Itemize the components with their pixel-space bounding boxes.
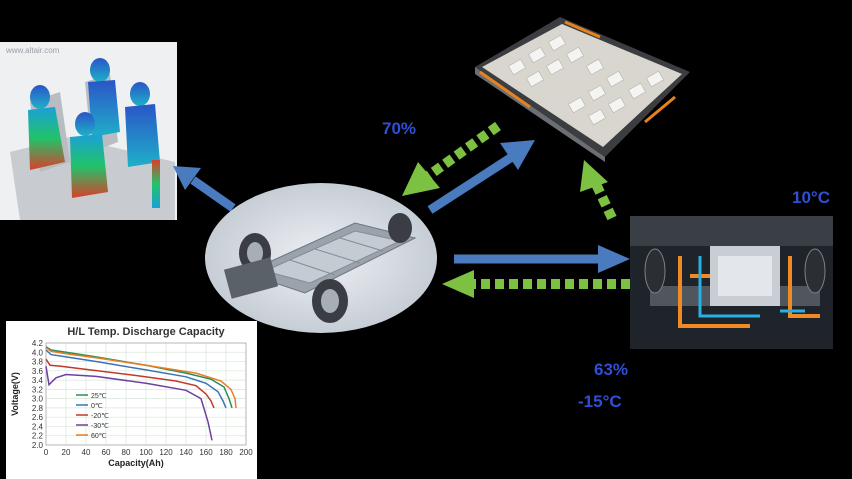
x-tick-label: 80 (122, 448, 131, 457)
label-temp-cold: -15°C (578, 392, 622, 411)
cfd-watermark: www.altair.com (6, 46, 60, 55)
y-tick-label: 4.0 (32, 348, 44, 357)
arrow-from-thermal-module (442, 270, 630, 298)
chart-svg: H/L Temp. Discharge Capacity 2.02.22.42.6… (10, 326, 253, 468)
cabin-airflow-illustration (10, 58, 175, 220)
battery-pack-illustration (475, 17, 690, 162)
x-tick-label: 0 (44, 448, 49, 457)
legend-label-0: 25℃ (91, 393, 107, 400)
y-tick-label: 3.6 (32, 367, 44, 376)
legend-label-4: 60℃ (91, 433, 107, 440)
y-axis-label: Voltage(V) (10, 372, 20, 416)
thermal-management-module-image (630, 216, 833, 349)
x-axis-label: Capacity(Ah) (108, 458, 164, 468)
arrow-from-battery-pack (402, 121, 501, 196)
x-tick-label: 120 (159, 448, 173, 457)
chart-title: H/L Temp. Discharge Capacity (67, 326, 225, 338)
x-tick-label: 60 (102, 448, 111, 457)
x-tick-label: 140 (179, 448, 193, 457)
y-tick-label: 2.8 (32, 404, 44, 413)
y-tick-label: 3.8 (32, 358, 44, 367)
battery-pack-image (470, 12, 695, 162)
ev-chassis-illustration (205, 183, 437, 333)
series-line-4 (45, 346, 237, 408)
ev-chassis-image (205, 183, 437, 333)
thermal-module-illustration (630, 216, 833, 349)
x-tick-label: 160 (199, 448, 213, 457)
series-line-1 (45, 349, 227, 409)
x-tick-label: 20 (62, 448, 71, 457)
x-tick-label: 40 (82, 448, 91, 457)
label-temp-hot: 10°C (792, 188, 830, 207)
arrow-to-cabin (173, 166, 236, 212)
cabin-airflow-image: www.altair.com (0, 42, 177, 220)
plot-frame (45, 342, 247, 446)
label-percent-bottom: 63% (594, 360, 629, 379)
arrow-to-thermal-module (454, 245, 630, 273)
legend-label-3: -30℃ (91, 423, 109, 430)
y-tick-label: 2.4 (32, 422, 44, 431)
y-tick-label: 4.2 (32, 339, 44, 348)
x-tick-label: 200 (239, 448, 253, 457)
label-percent-top: 70% (382, 119, 417, 138)
y-tick-label: 3.0 (32, 395, 44, 404)
x-tick-label: 180 (219, 448, 233, 457)
y-tick-label: 2.0 (32, 441, 44, 450)
y-tick-label: 2.6 (32, 413, 44, 422)
y-tick-label: 2.2 (32, 432, 44, 441)
y-tick-label: 3.2 (32, 385, 44, 394)
legend-label-2: -20℃ (91, 413, 109, 420)
arrow-to-battery-pack (427, 140, 535, 214)
series-line-3 (45, 366, 213, 441)
y-tick-label: 3.4 (32, 376, 44, 385)
legend-label-1: 0℃ (91, 403, 103, 410)
series-line-0 (45, 346, 233, 409)
arrow-module-to-pack (580, 160, 617, 220)
series-line-2 (45, 358, 215, 409)
x-tick-label: 100 (139, 448, 153, 457)
